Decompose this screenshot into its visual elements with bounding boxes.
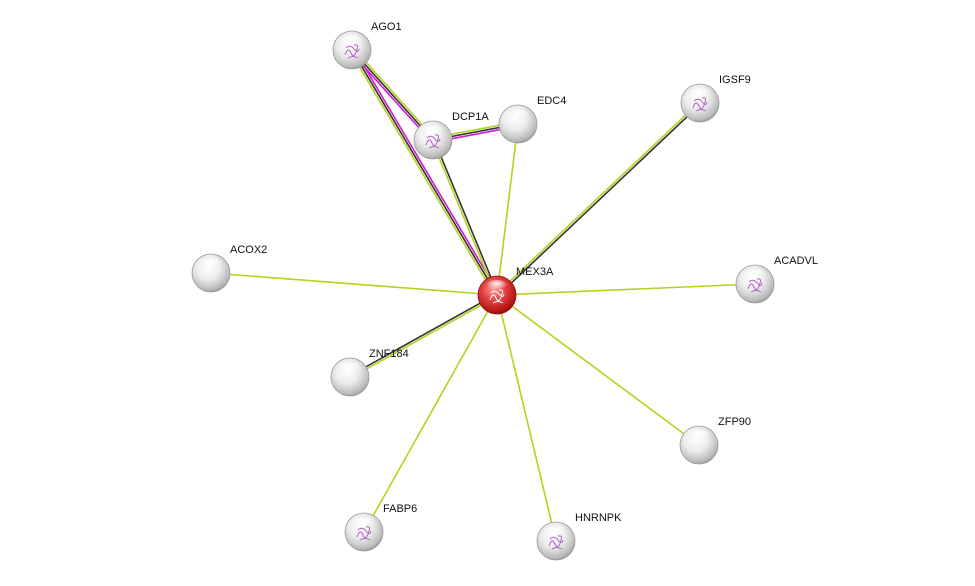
node-highlight bbox=[353, 517, 375, 529]
edge-mex3a-dcp1a[interactable] bbox=[431, 139, 499, 296]
edge-evidence-textmining bbox=[496, 294, 557, 542]
node-label-ago1: AGO1 bbox=[371, 21, 402, 33]
node-acox2[interactable]: ACOX2 bbox=[191, 244, 267, 293]
edge-evidence-coexpression bbox=[351, 49, 434, 141]
node-highlight bbox=[689, 88, 711, 100]
edge-mex3a-edc4[interactable] bbox=[496, 123, 519, 296]
edge-evidence-experimental bbox=[353, 48, 500, 295]
node-label-fabp6: FABP6 bbox=[383, 503, 417, 515]
node-highlight bbox=[200, 258, 222, 270]
node-ago1[interactable]: AGO1 bbox=[332, 21, 402, 70]
edge-mex3a-znf184[interactable] bbox=[349, 293, 498, 379]
node-edc4[interactable]: EDC4 bbox=[498, 95, 566, 144]
node-highlight bbox=[688, 430, 710, 442]
node-fabp6[interactable]: FABP6 bbox=[344, 503, 417, 552]
edge-evidence-textmining bbox=[495, 101, 700, 295]
node-highlight bbox=[744, 269, 766, 281]
node-mex3a[interactable]: MEX3A bbox=[477, 266, 554, 315]
node-label-zfp90: ZFP90 bbox=[718, 416, 751, 428]
edge-evidence-textmining bbox=[363, 294, 498, 533]
edge-mex3a-hnrnpk[interactable] bbox=[496, 294, 557, 542]
edge-evidence-textmining bbox=[210, 272, 498, 296]
edge-mex3a-igsf9[interactable] bbox=[495, 101, 702, 297]
edge-mex3a-acadvl[interactable] bbox=[496, 283, 756, 296]
node-hnrnpk[interactable]: HNRNPK bbox=[536, 512, 622, 561]
node-label-hnrnpk: HNRNPK bbox=[575, 512, 622, 524]
node-label-dcp1a: DCP1A bbox=[452, 111, 489, 123]
edge-evidence-textmining bbox=[496, 123, 519, 296]
edge-evidence-coexpression bbox=[433, 139, 499, 295]
node-highlight bbox=[341, 35, 363, 47]
node-highlight bbox=[422, 125, 444, 137]
edge-evidence-textmining bbox=[349, 50, 496, 297]
node-dcp1a[interactable]: DCP1A bbox=[413, 111, 489, 160]
edge-mex3a-zfp90[interactable] bbox=[496, 294, 700, 446]
edge-mex3a-acox2[interactable] bbox=[210, 272, 498, 296]
node-label-acox2: ACOX2 bbox=[230, 244, 267, 256]
node-highlight bbox=[339, 362, 361, 374]
node-igsf9[interactable]: IGSF9 bbox=[680, 74, 751, 123]
node-zfp90[interactable]: ZFP90 bbox=[679, 416, 751, 465]
node-highlight bbox=[486, 280, 508, 292]
edge-evidence-textmining bbox=[496, 294, 700, 446]
edge-evidence-textmining bbox=[350, 295, 498, 379]
edge-evidence-textmining bbox=[353, 47, 436, 140]
edge-evidence-experimental bbox=[349, 50, 432, 143]
node-label-acadvl: ACADVL bbox=[774, 255, 818, 267]
edge-evidence-textmining bbox=[496, 283, 756, 296]
node-label-znf184: ZNF184 bbox=[369, 348, 409, 360]
edge-mex3a-fabp6[interactable] bbox=[363, 294, 498, 533]
node-label-edc4: EDC4 bbox=[537, 95, 566, 107]
edge-evidence-coexpression bbox=[351, 49, 498, 296]
edge-ago1-dcp1a[interactable] bbox=[349, 47, 436, 143]
node-highlight bbox=[545, 526, 567, 538]
edge-evidence-coexpression bbox=[349, 293, 497, 377]
node-highlight bbox=[507, 109, 529, 121]
node-acadvl[interactable]: ACADVL bbox=[735, 255, 818, 304]
edge-evidence-textmining bbox=[431, 140, 497, 296]
edge-evidence-coexpression bbox=[497, 103, 702, 297]
node-znf184[interactable]: ZNF184 bbox=[330, 348, 409, 397]
edge-mex3a-ago1[interactable] bbox=[349, 48, 500, 297]
node-label-mex3a: MEX3A bbox=[516, 266, 554, 278]
edge-layer bbox=[210, 47, 756, 542]
node-label-igsf9: IGSF9 bbox=[719, 74, 751, 86]
